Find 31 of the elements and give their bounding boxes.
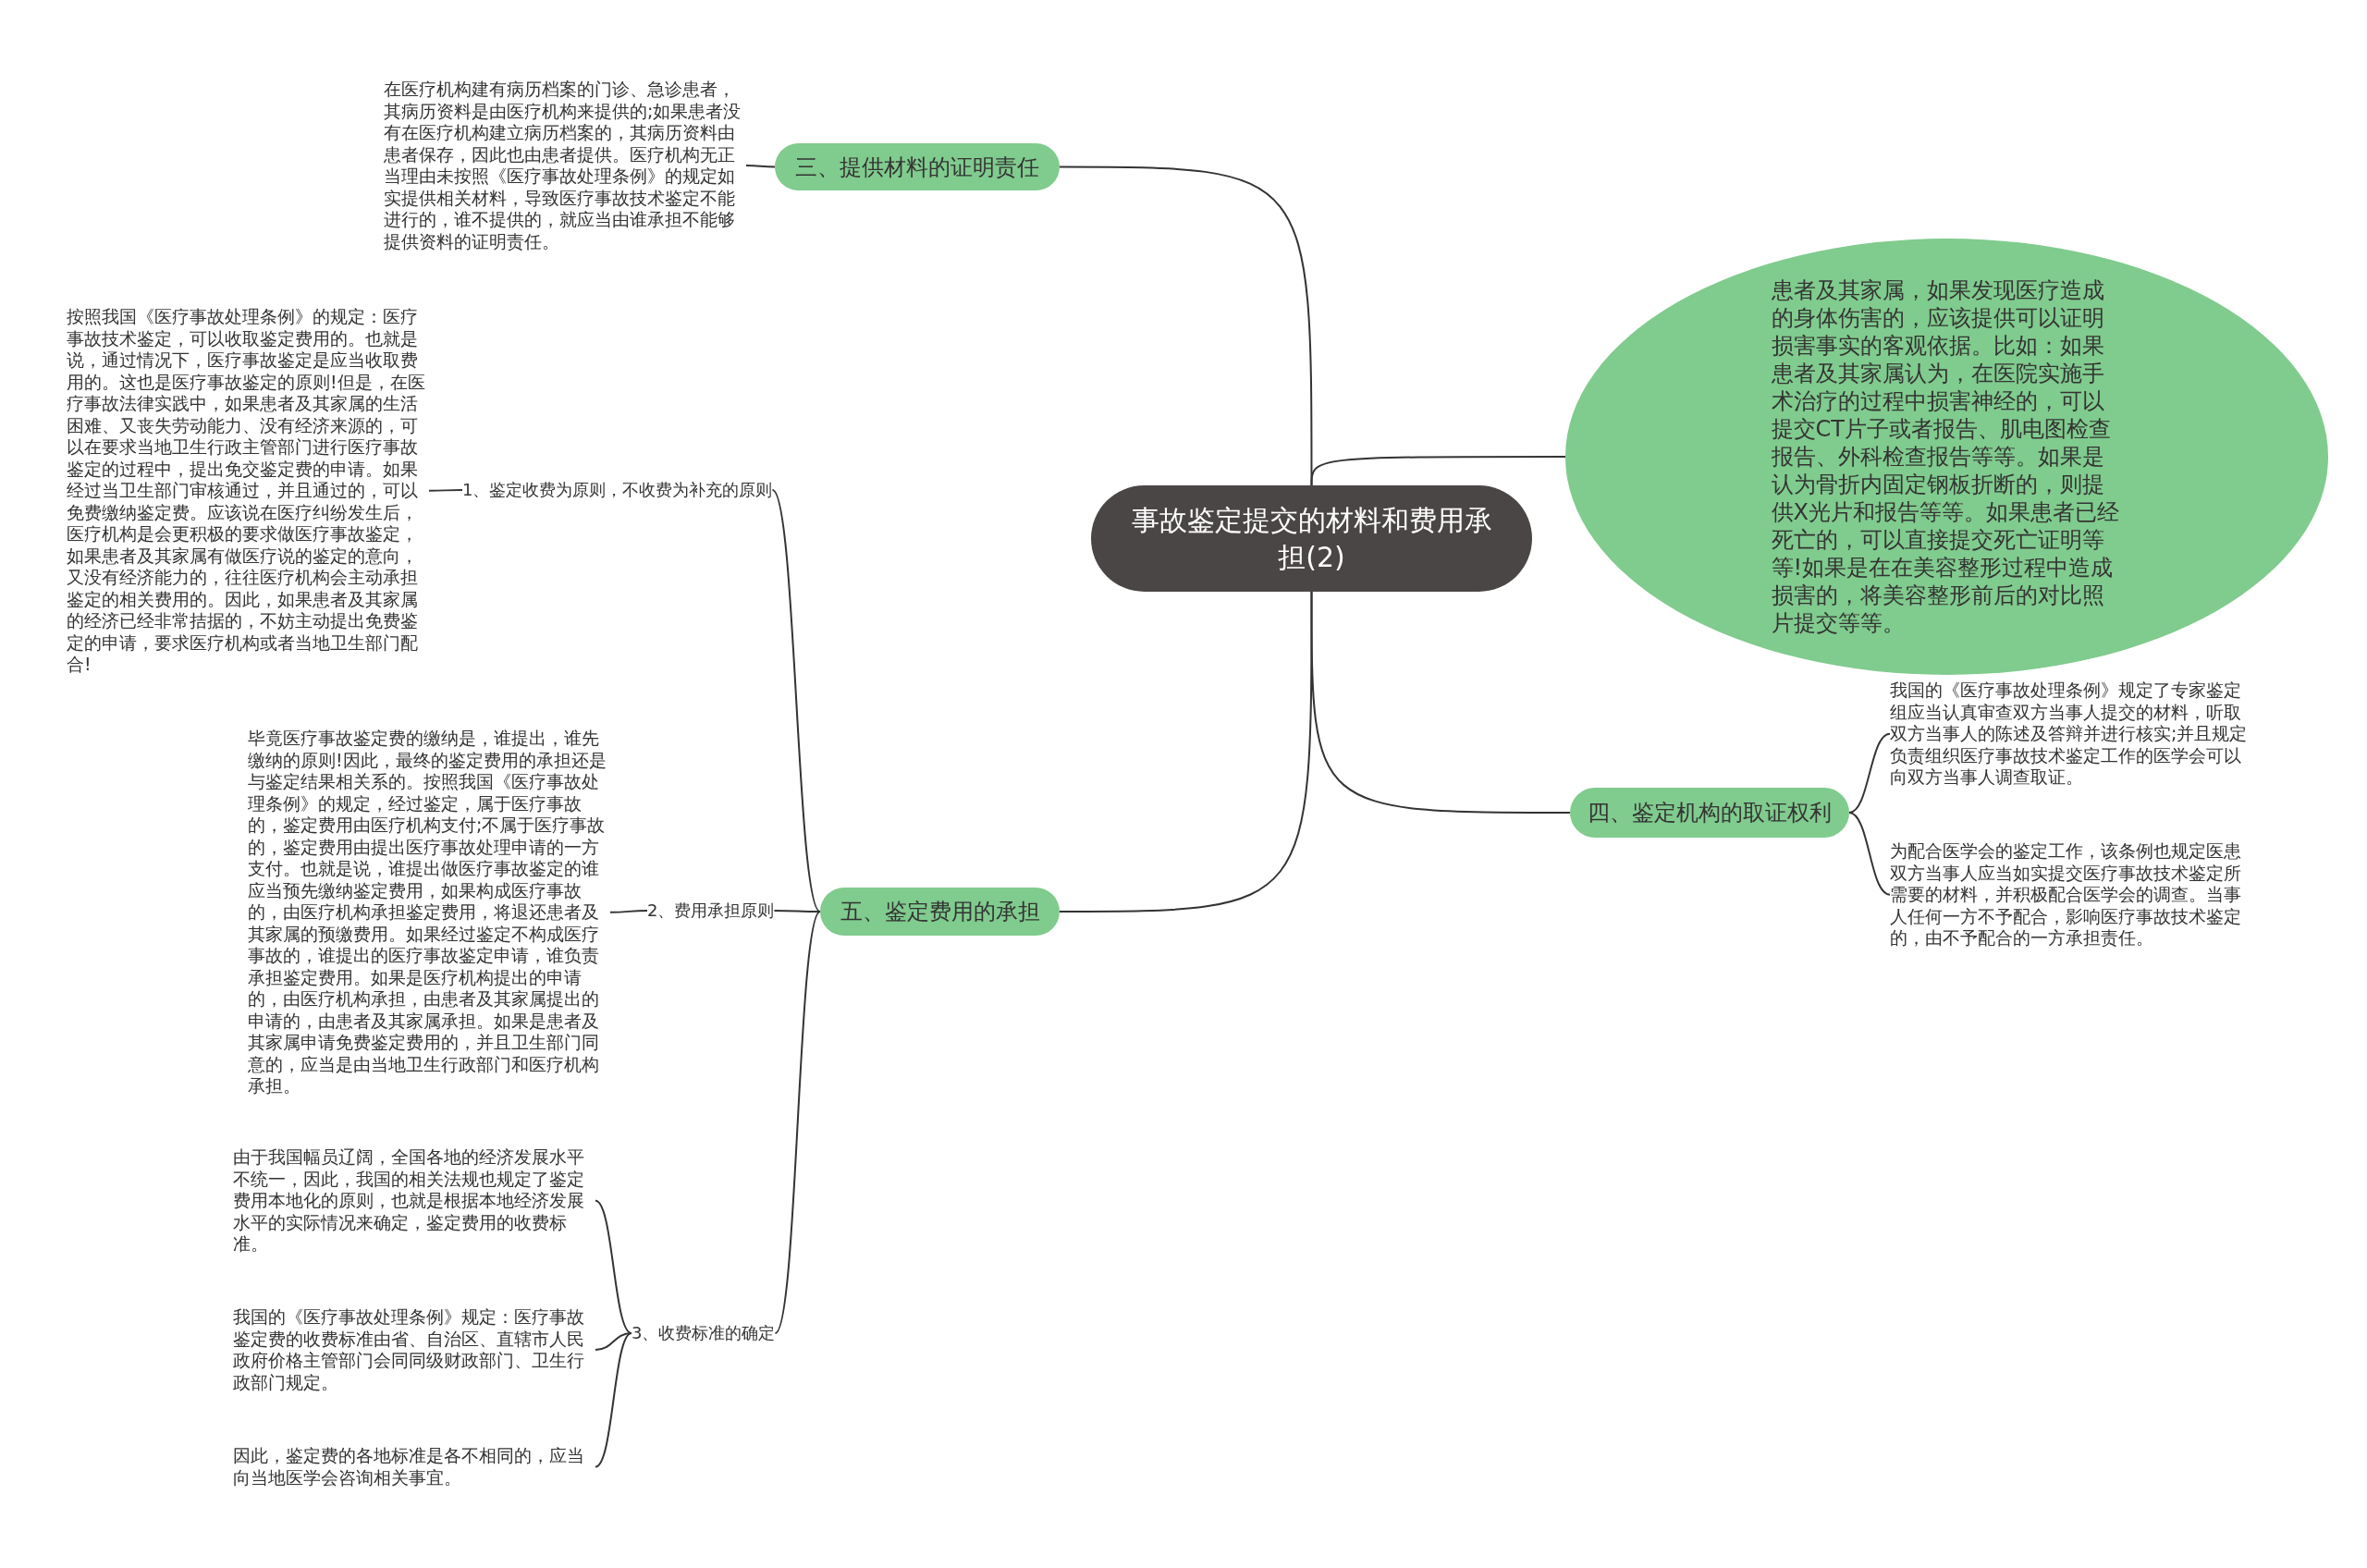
note-text: 在医疗机构建有病历档案的门诊、急诊患者，其病历资料是由医疗机构来提供的;如果患者没有在医疗机构建立病历档案的，其病历资料由患者保存，因此也由患者提供。医疗机构无正当理由未按照《医疗事故处理条例》的规定如实提供相关材料，导致医疗事故技术鉴定不能进行的，谁不提供的，就应当由谁承担不能够提供资料的证明责任。: [384, 79, 746, 252]
connector-line: [774, 911, 821, 1334]
subtopic-label: 3、收费标准的确定: [632, 1322, 776, 1344]
connector-line: [1310, 591, 1571, 814]
connector-line: [595, 1199, 632, 1334]
connector-line: [595, 1332, 632, 1468]
connector-line: [1848, 812, 1891, 896]
topic-pill: 三、提供材料的证明责任: [775, 143, 1060, 190]
connector-line: [1310, 456, 1566, 486]
note-text: 毕竟医疗事故鉴定费的缴纳是，谁提出，谁先缴纳的原则!因此，最终的鉴定费用的承担还是与鉴定结果相关系的。按照我国《医疗事故处理条例》的规定，经过鉴定，属于医疗事故的，鉴定费用由医疗机构支付;不属于医疗事故的，鉴定费用由提出医疗事故处理申请的一方支付。也就是说，谁提出做医疗事故鉴定的谁应当预先缴纳鉴定费用，如果构成医疗事故的，由医疗机构承担鉴定费用，将退还患者及其家属的预缴费用。如果经过鉴定不构成医疗事故的，谁提出的医疗事故鉴定申请，谁负责承担鉴定费用。如果是医疗机构提出的申请的，由医疗机构承担，由患者及其家属提出的申请的，由患者及其家属承担。如果是患者及其家属申请免费鉴定费用的，并且卫生部门同意的，应当是由当地卫生行政部门和医疗机构承担。: [248, 728, 610, 1097]
connector-line: [609, 910, 648, 913]
connector-line: [773, 910, 821, 913]
subtopic-label: 2、费用承担原则: [647, 900, 775, 922]
connector-line: [745, 165, 776, 168]
central-topic: 事故鉴定提交的材料和费用承担(2): [1091, 485, 1532, 592]
connector-line: [428, 489, 463, 492]
connector-line: [1848, 732, 1891, 814]
note-text: 我国的《医疗事故处理条例》规定了专家鉴定组应当认真审查双方当事人提交的材料，听取双方当事人的陈述及答辩并进行核实;并且规定负责组织医疗事故技术鉴定工作的医学会可以向双方当事人调查取证。: [1890, 680, 2252, 789]
connector-line: [1059, 165, 1313, 486]
note-text: 按照我国《医疗事故处理条例》的规定：医疗事故技术鉴定，可以收取鉴定费用的。也就是说，通过情况下，医疗事故鉴定是应当收取费用的。这也是医疗事故鉴定的原则!但是，在医疗事故法律实践中，如果患者及其家属的生活困难、又丧失劳动能力、没有经济来源的，可以在要求当地卫生行政主管部门进行医疗事故鉴定的过程中，提出免交鉴定费的申请。如果经过当卫生部门审核通过，并且通过的，可以免费缴纳鉴定费。应该说在医疗纠纷发生后，医疗机构是会更积极的要求做医疗事故鉴定，如果患者及其家属有做医疗说的鉴定的意向，又没有经济能力的，往往医疗机构会主动承担鉴定的相关费用的。因此，如果患者及其家属的经济已经非常拮据的，不妨主动提出免费鉴定的申请，要求医疗机构或者当地卫生部门配合!: [67, 306, 429, 676]
note-text: 我国的《医疗事故处理条例》规定：医疗事故鉴定费的收费标准由省、自治区、直辖市人民政府价格主管部门会同同级财政部门、卫生行政部门规定。: [233, 1306, 595, 1393]
subtopic-label: 1、鉴定收费为原则，不收费为补充的原则: [462, 479, 773, 501]
connector-line: [595, 1332, 632, 1351]
topic-pill: 五、鉴定费用的承担: [820, 888, 1060, 936]
connector-line: [771, 489, 821, 913]
ellipse-text: 患者及其家属，如果发现医疗造成的身体伤害的，应该提供可以证明损害事实的客观依据。比如：如果患者及其家属认为，在医院实施手术治疗的过程中损害神经的，可以提交CT片子或者报告、肌电图检查报告、外科检查报告等等。如果是认为骨折内固定钢板折断的，则提供X光片和报告等等。如果患者已经死亡的，可以直接提交死亡证明等等!如果是在在美容整形过程中造成损害的，将美容整形前后的对比照片提交等等。: [1771, 276, 2120, 637]
note-text: 为配合医学会的鉴定工作，该条例也规定医患双方当事人应当如实提交医疗事故技术鉴定所需要的材料，并积极配合医学会的调查。当事人任何一方不予配合，影响医疗事故技术鉴定的，由不予配合的一方承担责任。: [1890, 840, 2252, 949]
note-text: 因此，鉴定费的各地标准是各不相同的，应当向当地医学会咨询相关事宜。: [233, 1445, 595, 1488]
topic-pill: 四、鉴定机构的取证权利: [1570, 788, 1849, 838]
connector-line: [1059, 591, 1313, 913]
note-text: 由于我国幅员辽阔，全国各地的经济发展水平不统一，因此，我国的相关法规也规定了鉴定费用本地化的原则，也就是根据本地经济发展水平的实际情况来确定，鉴定费用的收费标准。: [233, 1146, 595, 1256]
